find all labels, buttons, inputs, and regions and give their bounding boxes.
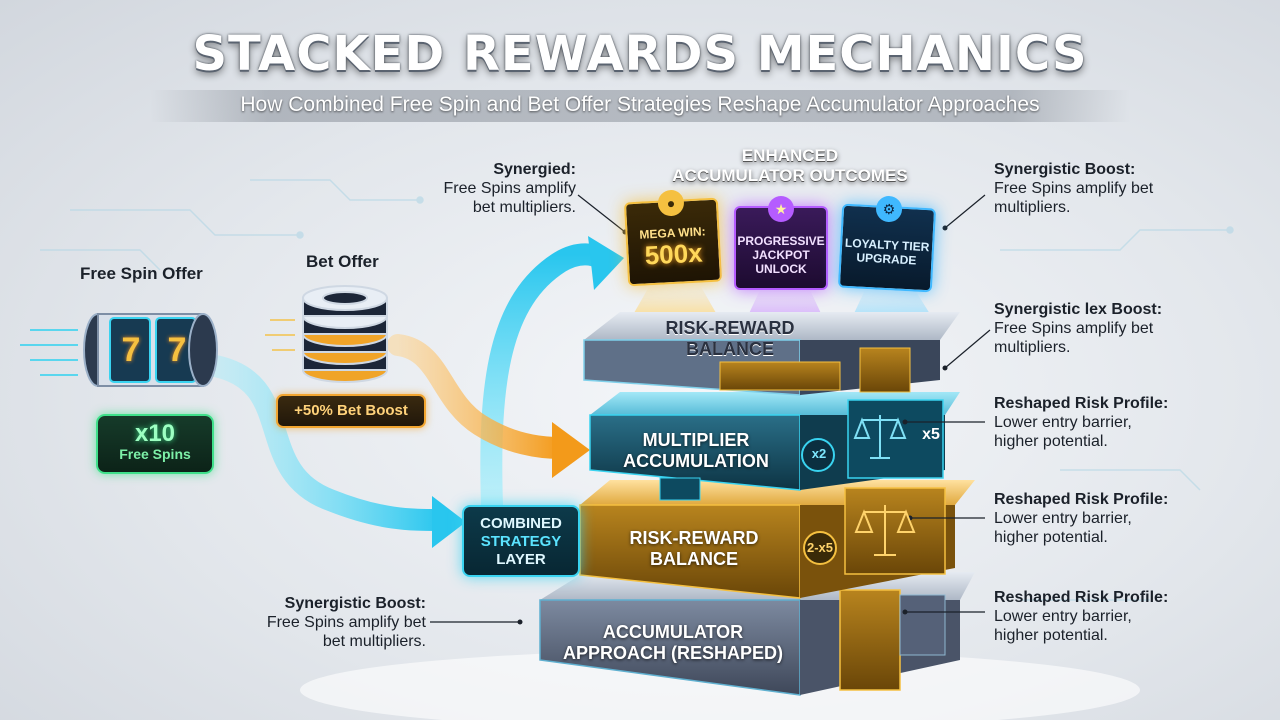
annotation-right-1-head: Synergistic Boost: <box>994 161 1136 178</box>
top-layer-slab <box>583 312 960 396</box>
annotation-right-2-body1: Free Spins amplify bet <box>994 320 1154 337</box>
annotation-right-3-body2: higher potential. <box>994 433 1108 450</box>
combined-line3: LAYER <box>496 551 546 568</box>
annotation-right-4: Reshaped Risk Profile: Lower entry barri… <box>994 490 1224 547</box>
outcomes-heading: ENHANCED ACCUMULATOR OUTCOMES <box>640 146 940 186</box>
jackpot-line1: PROGRESSIVE <box>737 234 825 248</box>
bet-offer-arrowhead <box>552 422 590 478</box>
subtitle-band <box>150 90 1130 122</box>
medal-icon: ● <box>657 189 685 217</box>
outcome-card-mega-win: ● MEGA WIN: 500x <box>623 189 723 287</box>
annotation-right-4-body1: Lower entry barrier, <box>994 510 1132 527</box>
annotation-top-left-body1: Free Spins amplify <box>443 180 577 197</box>
annotation-right-3: Reshaped Risk Profile: Lower entry barri… <box>994 394 1224 451</box>
page-subtitle: How Combined Free Spin and Bet Offer Str… <box>240 93 1040 116</box>
leader-lines <box>430 194 991 623</box>
risk-multiplier-badge: 2-x5 <box>806 540 834 555</box>
annotation-right-1: Synergistic Boost: Free Spins amplify be… <box>994 160 1224 217</box>
annotation-bottom-left-body1: Free Spins amplify bet <box>266 614 426 631</box>
balance-scale-icon-gold <box>854 505 916 556</box>
top-layer-line1: RISK-REWARD <box>665 318 795 338</box>
multiplier-line1: MULTIPLIER <box>642 430 750 450</box>
reel-digit-left: 7 <box>121 331 141 369</box>
slot-reel-icon <box>20 313 218 387</box>
combined-strategy-layer: COMBINED STRATEGY LAYER <box>462 505 580 577</box>
multiplier-layer-label: MULTIPLIER ACCUMULATION <box>596 430 796 472</box>
annotation-right-3-body1: Lower entry barrier, <box>994 414 1132 431</box>
free-spins-label: Free Spins <box>119 446 191 462</box>
jackpot-line3: UNLOCK <box>755 262 807 276</box>
combined-line1: COMBINED <box>480 515 562 532</box>
annotation-right-2: Synergistic lex Boost: Free Spins amplif… <box>994 300 1224 357</box>
combined-up-arrowhead <box>588 236 624 290</box>
free-spin-offer-label: Free Spin Offer <box>80 264 203 283</box>
annotation-top-left-head: Synergied: <box>493 161 576 178</box>
multiplier-layer-slab <box>589 392 960 501</box>
risk-layer-slab <box>579 480 975 599</box>
bet-offer-label: Bet Offer <box>306 252 379 271</box>
chip-stack-icon <box>265 285 388 383</box>
annotation-top-left: Synergied: Free Spins amplify bet multip… <box>380 160 577 217</box>
gear-icon: ⚙ <box>875 195 903 223</box>
circuit-lines <box>40 179 1234 601</box>
annotation-right-3-head: Reshaped Risk Profile: <box>994 395 1169 412</box>
bet-offer-flow-arrow <box>387 334 571 459</box>
multiplier-x2-badge: x2 <box>811 446 827 461</box>
annotation-right-2-head: Synergistic lex Boost: <box>994 301 1163 318</box>
annotation-bottom-left: Synergistic Boost: Free Spins amplify be… <box>220 594 426 651</box>
page-title: STACKED REWARDS MECHANICS <box>192 26 1088 82</box>
annotation-bottom-left-head: Synergistic Boost: <box>284 595 426 612</box>
star-icon: ★ <box>768 196 794 222</box>
top-layer-label: RISK-REWARD BALANCE <box>620 318 840 360</box>
jackpot-line2: JACKPOT <box>752 248 810 262</box>
annotation-right-4-head: Reshaped Risk Profile: <box>994 491 1169 508</box>
free-spins-badge: x10 Free Spins <box>96 414 214 474</box>
annotation-right-5-head: Reshaped Risk Profile: <box>994 589 1169 606</box>
annotation-right-2-body2: multipliers. <box>994 339 1071 356</box>
annotation-right-5-body2: higher potential. <box>994 627 1108 644</box>
balance-scale-icon <box>853 415 907 459</box>
multiplier-line2: ACCUMULATION <box>623 451 769 471</box>
annotation-right-1-body2: multipliers. <box>994 199 1071 216</box>
annotation-top-left-body2: bet multipliers. <box>472 199 576 216</box>
free-spin-flow-arrow <box>199 354 451 531</box>
reel-digit-right: 7 <box>167 331 187 369</box>
risk-line1: RISK-REWARD <box>629 528 759 548</box>
annotation-bottom-left-body2: bet multipliers. <box>322 633 426 650</box>
multiplier-x5-badge: x5 <box>922 426 940 443</box>
bet-boost-badge: +50% Bet Boost <box>276 394 426 428</box>
outcomes-heading-line1: ENHANCED <box>741 146 839 165</box>
annotation-right-5: Reshaped Risk Profile: Lower entry barri… <box>994 588 1224 645</box>
outcome-card-loyalty: ⚙ LOYALTY TIER UPGRADE <box>837 195 937 293</box>
top-layer-line2: BALANCE <box>686 339 774 359</box>
free-spin-arrowhead <box>432 496 466 548</box>
outcome-card-jackpot: ★ PROGRESSIVE JACKPOT UNLOCK <box>734 196 828 290</box>
mega-win-value: 500x <box>643 237 704 271</box>
risk-line2: BALANCE <box>650 549 738 569</box>
combined-line2: STRATEGY <box>480 533 562 550</box>
outcomes-heading-line2: ACCUMULATOR OUTCOMES <box>672 166 908 185</box>
base-layer-label: ACCUMULATOR APPROACH (RESHAPED) <box>548 622 798 664</box>
free-spins-count: x10 <box>134 420 176 447</box>
annotation-right-1-body1: Free Spins amplify bet <box>994 180 1154 197</box>
annotation-right-4-body2: higher potential. <box>994 529 1108 546</box>
base-line1: ACCUMULATOR <box>602 622 744 642</box>
base-line2: APPROACH (RESHAPED) <box>562 643 784 663</box>
risk-layer-label: RISK-REWARD BALANCE <box>594 528 794 570</box>
annotation-right-5-body1: Lower entry barrier, <box>994 608 1132 625</box>
